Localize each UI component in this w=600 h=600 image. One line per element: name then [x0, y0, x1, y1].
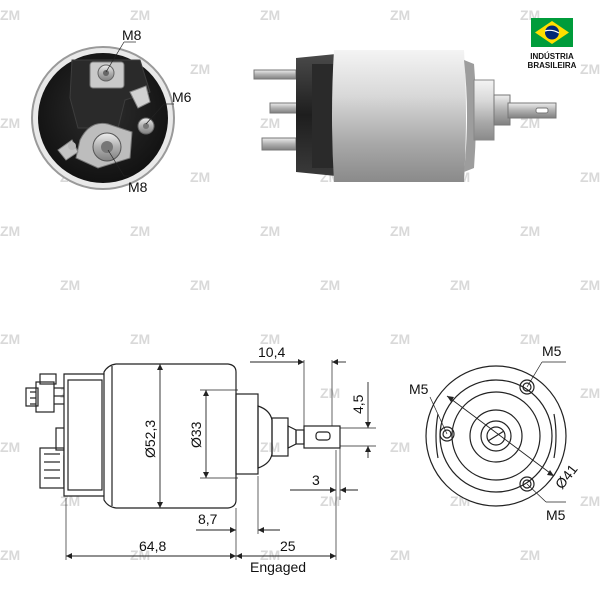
terminal-cap-photo: [31, 46, 175, 190]
watermark-mark: ZM: [130, 547, 150, 563]
watermark-mark: ZM: [320, 493, 340, 509]
side-view-dimensions: [65, 359, 376, 560]
watermark-mark: ZM: [0, 7, 20, 23]
watermark-mark: ZM: [260, 439, 280, 455]
watermark-mark: ZM: [0, 331, 20, 347]
watermark-mark: ZM: [320, 385, 340, 401]
hole-label-bottom: M5: [546, 507, 566, 523]
watermark-mark: ZM: [60, 277, 80, 293]
watermark-mark: ZM: [190, 61, 210, 77]
label-m6-side: M6: [172, 89, 192, 105]
watermark-mark: ZM: [130, 331, 150, 347]
watermark-mark: ZM: [130, 223, 150, 239]
watermark-mark: ZM: [320, 277, 340, 293]
dim-4-5: 4,5: [350, 394, 366, 414]
watermark-mark: ZM: [190, 169, 210, 185]
watermark-mark: ZM: [390, 7, 410, 23]
watermark-mark: ZM: [390, 223, 410, 239]
dim-10-4: 10,4: [258, 344, 285, 360]
hole-label-left: M5: [409, 381, 429, 397]
watermark-mark: ZM: [520, 331, 540, 347]
hole-label-top: M5: [542, 343, 562, 359]
dim-boss-diameter: Ø33: [188, 421, 204, 448]
end-view-dimensions: [429, 361, 566, 503]
watermark-mark: ZM: [390, 439, 410, 455]
watermark-mark: ZM: [260, 331, 280, 347]
dim-8-7: 8,7: [198, 511, 218, 527]
label-m8-bottom: M8: [128, 179, 148, 195]
watermark-mark: ZM: [0, 547, 20, 563]
watermark-mark: ZM: [0, 115, 20, 131]
watermark-mark: ZM: [0, 223, 20, 239]
badge-line-1: INDÚSTRIA: [530, 52, 574, 61]
watermark-mark: ZM: [520, 547, 540, 563]
label-m8-top: M8: [122, 27, 142, 43]
watermark-mark: ZM: [260, 223, 280, 239]
watermark-mark: ZM: [0, 439, 20, 455]
engaged-caption: Engaged: [250, 559, 306, 575]
watermark-mark: ZM: [390, 547, 410, 563]
dim-64-8: 64,8: [139, 538, 166, 554]
watermark-mark: ZM: [580, 277, 600, 293]
watermark-mark: ZM: [190, 277, 210, 293]
watermark-mark: ZM: [580, 169, 600, 185]
solenoid-side-photo: [253, 50, 557, 182]
watermark-mark: ZM: [130, 7, 150, 23]
watermark-mark: ZM: [260, 7, 280, 23]
watermark-mark: ZM: [580, 61, 600, 77]
watermark-mark: ZM: [260, 547, 280, 563]
dim-body-diameter: Ø52,3: [142, 420, 158, 458]
end-view-drawing: [425, 365, 567, 507]
watermark-mark: ZM: [520, 223, 540, 239]
watermark-mark: ZM: [260, 115, 280, 131]
dim-3: 3: [312, 472, 320, 488]
side-view-drawing: [25, 363, 341, 509]
badge-line-2: BRASILEIRA: [528, 61, 577, 70]
made-in-brazil-badge: [531, 18, 573, 47]
watermark-mark: ZM: [450, 277, 470, 293]
watermark-mark: ZM: [390, 331, 410, 347]
watermark-mark: ZM: [60, 493, 80, 509]
watermark-mark: ZM: [520, 115, 540, 131]
dim-25: 25: [280, 538, 296, 554]
watermark-mark: ZM: [580, 493, 600, 509]
watermark-mark: ZM: [580, 385, 600, 401]
